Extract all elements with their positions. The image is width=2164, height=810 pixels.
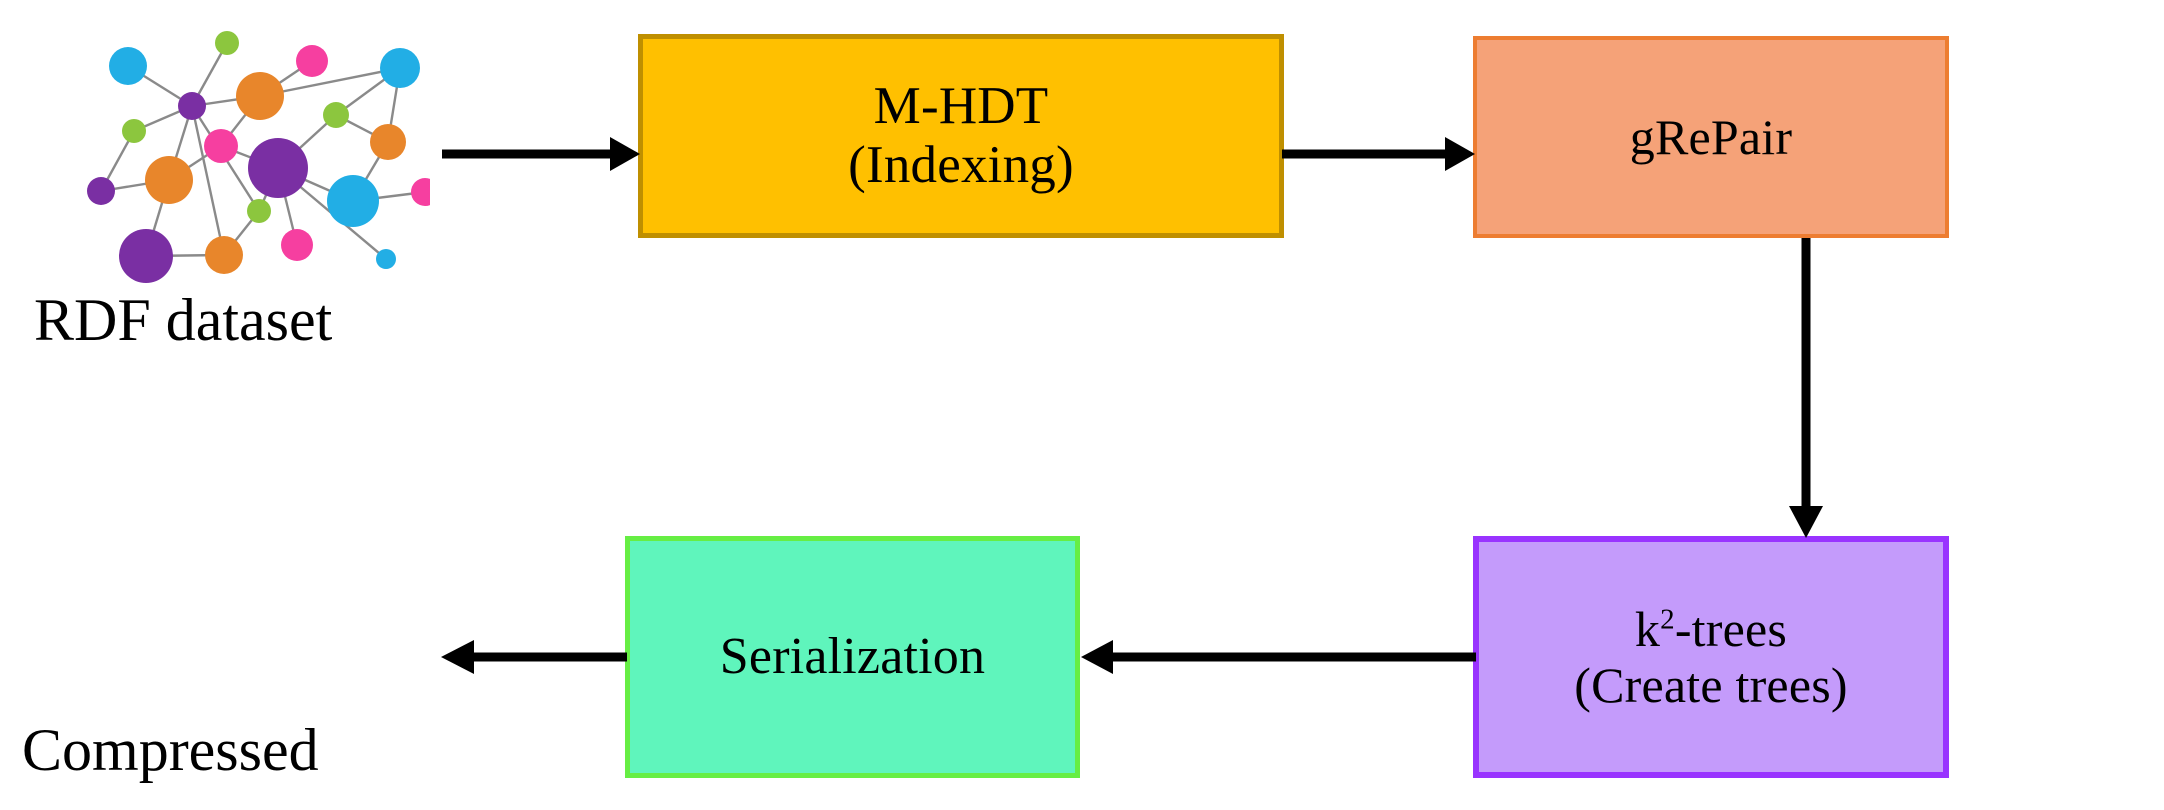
arrow-mhdt-to-grepair xyxy=(1280,132,1480,176)
box-m-hdt-line-2: (Indexing) xyxy=(848,136,1074,194)
graph-node-cyan xyxy=(376,249,396,269)
graph-node-pink xyxy=(296,45,328,77)
arrow-grepair-to-k2trees xyxy=(1784,236,1828,542)
graph-node-orange xyxy=(236,72,284,120)
process-box-serialization[interactable]: Serialization xyxy=(625,536,1080,778)
graph-node-purple xyxy=(178,92,206,120)
process-box-grepair[interactable]: gRePair xyxy=(1473,36,1949,238)
arrow-dataset-to-mhdt xyxy=(440,132,645,176)
box-k2-base: k xyxy=(1634,601,1661,657)
box-grepair-line-1: gRePair xyxy=(1629,109,1793,165)
arrow-k2trees-to-serialization xyxy=(1078,635,1480,679)
graph-node-orange xyxy=(370,124,406,160)
label-compressed-rdf-dataset: Compressed RDF dataset xyxy=(22,578,320,810)
graph-nodes xyxy=(87,31,430,283)
graph-node-cyan xyxy=(380,48,420,88)
graph-node-orange xyxy=(205,236,243,274)
graph-edge xyxy=(190,105,226,256)
rdf-graph-illustration xyxy=(30,8,430,283)
box-k2-trees-line-1: k2-trees xyxy=(1635,601,1787,657)
box-k2-exponent: 2 xyxy=(1660,603,1675,636)
graph-node-green xyxy=(323,102,349,128)
process-box-m-hdt[interactable]: M-HDT (Indexing) xyxy=(638,34,1284,238)
arrow-serialization-to-output xyxy=(438,635,630,679)
graph-node-green xyxy=(122,119,146,143)
box-m-hdt-line-1: M-HDT xyxy=(873,76,1049,135)
graph-node-pink xyxy=(411,178,430,206)
graph-node-green xyxy=(215,31,239,55)
graph-node-purple xyxy=(87,177,115,205)
label-compressed-line-1: Compressed xyxy=(22,717,319,783)
label-rdf-dataset: RDF dataset xyxy=(34,287,333,353)
graph-node-pink xyxy=(281,229,313,261)
graph-node-green xyxy=(247,199,271,223)
graph-node-pink xyxy=(204,129,238,163)
graph-node-cyan xyxy=(109,47,147,85)
graph-node-purple xyxy=(248,138,308,198)
graph-node-orange xyxy=(145,156,193,204)
box-k2-suffix: -trees xyxy=(1674,601,1788,657)
graph-node-purple xyxy=(119,229,173,283)
process-box-k2-trees[interactable]: k2-trees (Create trees) xyxy=(1473,536,1949,778)
box-serialization-line-1: Serialization xyxy=(719,627,986,685)
box-k2-trees-line-2: (Create trees) xyxy=(1574,657,1848,713)
graph-node-cyan xyxy=(327,175,379,227)
